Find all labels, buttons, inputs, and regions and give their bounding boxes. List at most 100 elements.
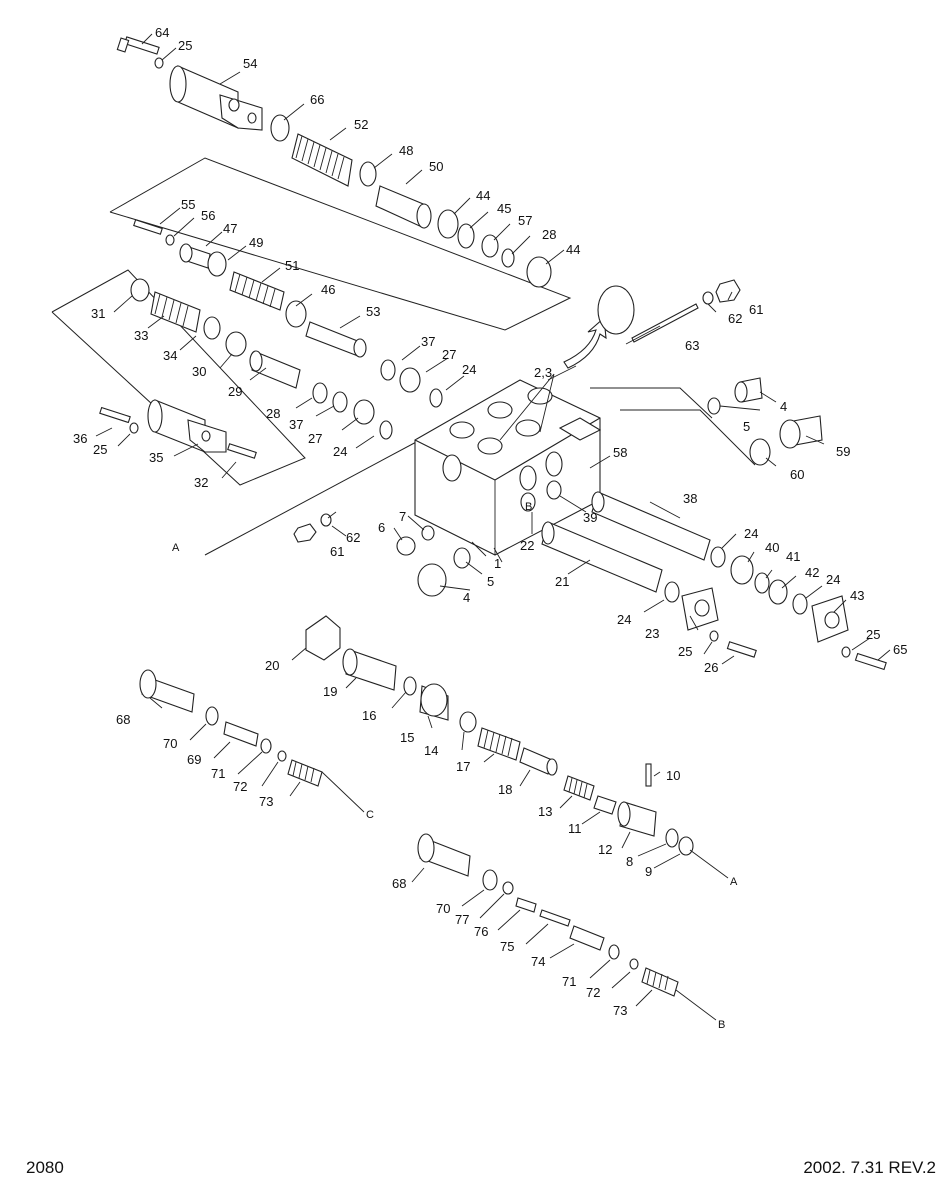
plug-42 (768, 579, 788, 605)
callout-56: 56 (201, 208, 215, 223)
spring-76 (515, 897, 537, 913)
poppet-18 (519, 747, 558, 776)
callout-4-left: 4 (463, 590, 470, 605)
callout-70-lower: 70 (436, 901, 450, 916)
callout-72-upper: 72 (233, 779, 247, 794)
arrow-indicator (563, 316, 607, 369)
leader-line-60 (620, 409, 756, 466)
callout-51: 51 (285, 258, 299, 273)
o-ring-top-large (597, 285, 635, 335)
plug-6 (396, 536, 416, 556)
callout-55: 55 (181, 197, 195, 212)
washer-62-left (320, 513, 332, 527)
plug-40 (730, 555, 754, 585)
callout-13: 13 (538, 804, 552, 819)
callout-68-upper: 68 (116, 712, 130, 727)
o-ring-24-r2 (792, 593, 808, 615)
plug-19 (342, 648, 397, 691)
callout-35: 35 (149, 450, 163, 465)
callout-75: 75 (500, 939, 514, 954)
nut-20 (305, 615, 341, 661)
plug-68-upper (139, 669, 195, 713)
o-ring-24-mid (429, 388, 443, 408)
o-ring-28-top (501, 248, 515, 268)
ring-34 (203, 316, 221, 340)
callout-57: 57 (518, 213, 532, 228)
callout-26: 26 (704, 660, 718, 675)
bolt-26 (726, 641, 757, 658)
plug-4-right (734, 377, 763, 403)
plug-47 (179, 243, 211, 269)
connector-b-body: B (525, 501, 532, 513)
callout-45: 45 (497, 201, 511, 216)
washer-25-r (841, 646, 851, 658)
o-ring-5-right (707, 397, 721, 415)
o-ring-71-upper (260, 738, 272, 754)
washer-25-top (154, 57, 164, 69)
washer-25-23 (709, 630, 719, 642)
o-ring-41 (754, 572, 770, 594)
callout-61-top: 61 (749, 302, 763, 317)
callout-16: 16 (362, 708, 376, 723)
pin-10 (645, 763, 652, 787)
bolt-36 (99, 406, 131, 424)
callout-labels: 1 2,3 4 4 5 5 6 7 8 9 10 11 12 13 14 15 … (73, 25, 907, 1018)
ball-72-upper (277, 750, 287, 762)
callout-24-c: 24 (744, 526, 758, 541)
spool-29 (249, 350, 301, 389)
callout-31: 31 (91, 306, 105, 321)
callout-27-left: 27 (308, 431, 322, 446)
group-frame-upper (109, 157, 572, 331)
o-ring-16 (403, 676, 417, 696)
callout-47: 47 (223, 221, 237, 236)
o-ring-8 (665, 828, 679, 848)
o-ring-24-r1 (710, 546, 726, 568)
nut-61-top (715, 279, 741, 303)
o-ring-60 (749, 438, 771, 466)
callout-71-upper: 71 (211, 766, 225, 781)
o-ring-24-left (379, 420, 393, 440)
callout-34: 34 (163, 348, 177, 363)
pin-75 (539, 909, 571, 927)
cover-54 (169, 65, 263, 131)
callout-65: 65 (893, 642, 907, 657)
connector-b-lower: B (718, 1019, 725, 1031)
callout-24-d: 24 (826, 572, 840, 587)
spool-53 (305, 321, 367, 358)
callout-54: 54 (243, 56, 257, 71)
callout-53: 53 (366, 304, 380, 319)
callout-68-lower: 68 (392, 876, 406, 891)
plug-59 (779, 415, 823, 449)
callout-43: 43 (850, 588, 864, 603)
callout-30: 30 (192, 364, 206, 379)
callout-12: 12 (598, 842, 612, 857)
nut-61-left (293, 523, 317, 543)
ring-37-left (332, 391, 348, 413)
callout-24-b: 24 (333, 444, 347, 459)
plug-27-mid (399, 367, 421, 393)
callout-69: 69 (187, 752, 201, 767)
callout-11: 11 (568, 821, 582, 836)
o-ring-70-upper (205, 706, 219, 726)
callout-28-top: 28 (542, 227, 556, 242)
seat-66 (270, 114, 290, 142)
sleeve-12 (617, 801, 657, 837)
plug-31 (130, 278, 150, 302)
washer-62-top (702, 291, 714, 305)
o-ring-14 (459, 711, 477, 733)
spring-73-lower (641, 967, 679, 997)
callout-38: 38 (683, 491, 697, 506)
ring-37-mid (380, 359, 396, 381)
cover-23 (681, 587, 719, 631)
callout-62-top: 62 (728, 311, 742, 326)
callout-25-r: 25 (866, 627, 880, 642)
bolt-55 (133, 219, 163, 235)
callout-14: 14 (424, 743, 438, 758)
callout-20: 20 (265, 658, 279, 673)
o-ring-70-lower (482, 869, 498, 891)
callout-22: 22 (520, 538, 534, 553)
callout-77: 77 (455, 912, 469, 927)
leader-line-5-right (590, 387, 713, 419)
callout-58: 58 (613, 445, 627, 460)
